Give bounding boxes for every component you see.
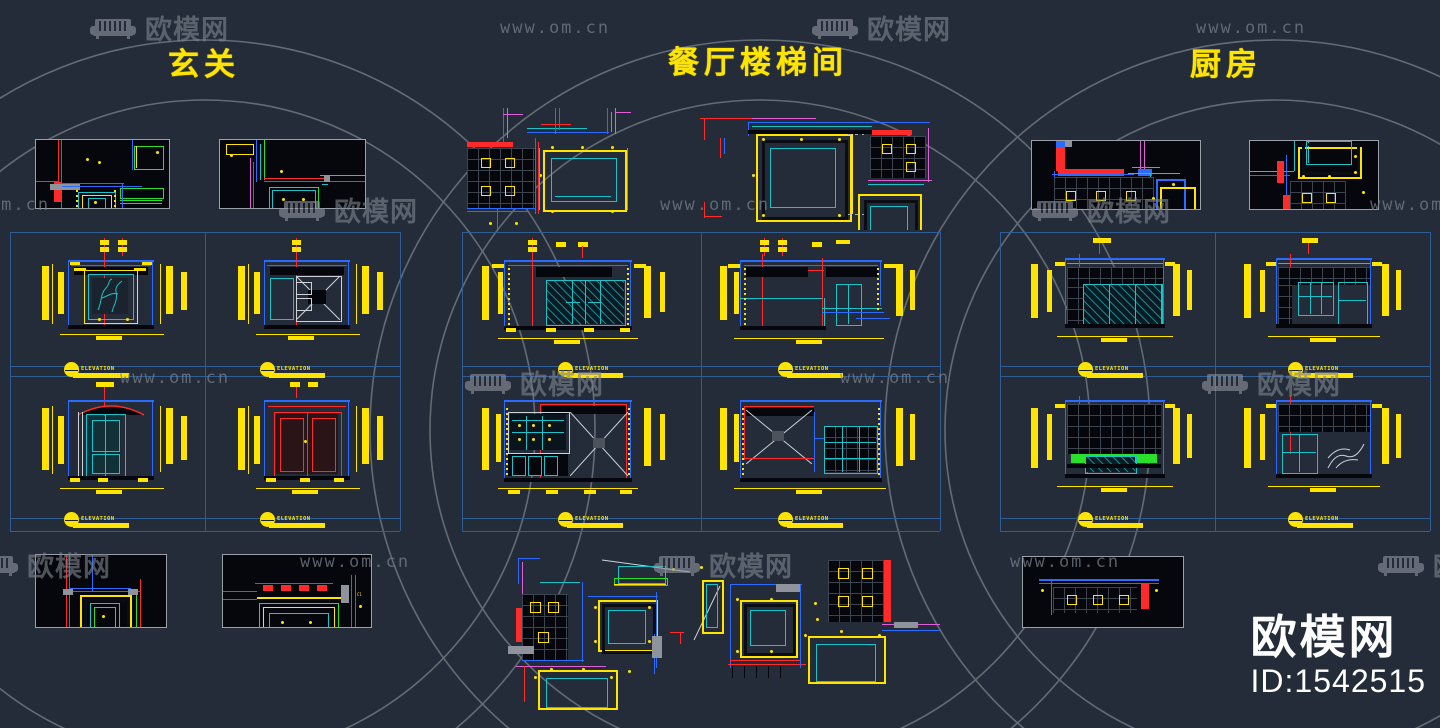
elevation-stamp-entry-a: ELEVATION [64,362,129,378]
panel-dining-ceiling-detail-bottom[interactable] [494,548,944,723]
section-title-dining: 餐厅楼梯间 [668,45,848,81]
panel-dining-elevation-c[interactable] [478,382,683,510]
elevation-label: ELEVATION [1095,365,1129,372]
watermark-logo: 欧模网 [1376,545,1440,584]
brand-id: ID:1542515 [1250,663,1426,699]
elevation-stamp-entry-b: ELEVATION [260,362,325,378]
panel-dining-ceiling-plan-left[interactable] [467,108,667,230]
panel-entry-elevation-a[interactable] [38,238,190,358]
section-title-kitchen: 厨房 [1190,47,1262,83]
elevation-stamp-dining-c: ELEVATION [558,512,623,528]
sofa-icon [0,555,18,576]
elevation-stamp-kitchen-c: ELEVATION [1078,512,1143,528]
watermark-text: 欧模网 [145,15,229,46]
section-title-entry: 玄关 [168,47,240,83]
elevation-stamp-kitchen-d: ELEVATION [1288,512,1353,528]
panel-dining-elevation-b[interactable] [716,238,926,358]
sofa-icon [1378,555,1424,576]
panel-kitchen-section-detail[interactable] [1022,556,1184,628]
elevation-label: ELEVATION [81,365,115,372]
elevation-label: ELEVATION [795,365,829,372]
elevation-stamp-dining-d: ELEVATION [778,512,843,528]
panel-entry-section-detail-right[interactable]: C1 [222,554,372,628]
watermark-domain: www.om.cn [500,18,611,38]
brand-watermark: 欧模网 ID:1542515 [1250,609,1426,700]
panel-entry-ceiling-detail-right[interactable] [219,139,366,209]
arch-top-decor [78,405,144,416]
appliance-sketch-icon [1327,443,1365,469]
panel-entry-section-detail-left[interactable] [35,554,167,628]
elevation-label: ELEVATION [1305,515,1339,522]
panel-entry-ceiling-detail-left[interactable] [35,139,170,209]
panel-kitchen-elevation-b[interactable] [1238,238,1418,358]
watermark-domain: www.om.cn [1196,18,1307,38]
panel-dining-elevation-d[interactable] [716,382,926,510]
elevation-stamp-dining-b: ELEVATION [778,362,843,378]
elevation-label: ELEVATION [277,515,311,522]
panel-kitchen-elevation-c[interactable] [1023,382,1203,510]
elevation-label: ELEVATION [1095,515,1129,522]
panel-entry-elevation-c[interactable] [38,382,190,510]
elevation-stamp-kitchen-b: ELEVATION [1288,362,1353,378]
watermark-logo: 欧模网 [810,8,951,47]
watermark-text: 欧模网 [867,15,951,46]
elevation-label: ELEVATION [575,515,609,522]
x-cross-mirror-icon [570,412,628,476]
panel-kitchen-ceiling-detail-left[interactable] [1031,140,1201,210]
watermark-text: 欧模网 [1433,545,1440,584]
decor-pattern [97,278,123,313]
elevation-label: ELEVATION [795,515,829,522]
elevation-stamp-entry-d: ELEVATION [260,512,325,528]
panel-entry-elevation-b[interactable] [234,238,386,358]
sofa-icon [812,18,858,39]
elevation-stamp-kitchen-a: ELEVATION [1078,362,1143,378]
watermark-logo: 欧模网 [88,8,229,47]
elevation-label: ELEVATION [1305,365,1339,372]
elevation-label: ELEVATION [575,365,609,372]
panel-kitchen-ceiling-detail-right[interactable] [1249,140,1379,210]
panel-kitchen-elevation-d[interactable] [1238,382,1418,510]
elevation-stamp-entry-c: ELEVATION [64,512,129,528]
elevation-label: ELEVATION [81,515,115,522]
x-cross-wall-icon [746,410,812,464]
panel-entry-elevation-d[interactable] [234,382,386,510]
panel-dining-ceiling-plan-right[interactable] [700,108,940,230]
elevation-label: ELEVATION [277,365,311,372]
panel-kitchen-elevation-a[interactable] [1023,238,1203,358]
elevation-stamp-dining-a: ELEVATION [558,362,623,378]
brand-name: 欧模网 [1250,609,1398,664]
panel-dining-elevation-a[interactable] [478,238,683,358]
watermark-domain: www.om.cn [1370,195,1440,215]
sofa-icon [90,18,136,39]
